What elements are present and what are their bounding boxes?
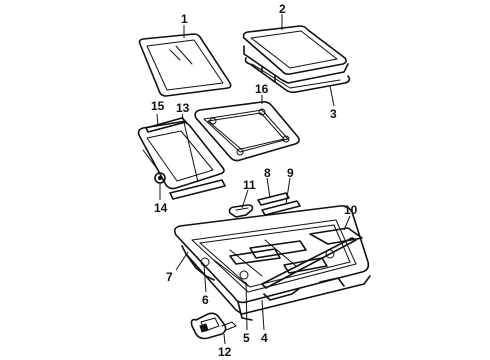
glass-panel [138,33,232,97]
callout-5: 5 [243,331,250,345]
glass-and-trim-assembly [137,117,226,200]
sunshade-panel [242,25,351,94]
callout-4: 4 [261,331,268,345]
callout-7: 7 [166,270,173,284]
callout-11: 11 [243,178,256,192]
side-rails [228,192,301,218]
callout-15: 15 [151,99,165,113]
callout-8: 8 [264,166,271,180]
callout-16: 16 [255,82,269,96]
callout-labels: 1 2 3 16 15 13 14 11 8 9 10 7 6 5 4 12 [151,2,358,359]
callout-10: 10 [344,203,358,217]
callout-14: 14 [154,201,168,215]
callout-3: 3 [330,107,337,121]
callout-12: 12 [218,345,232,359]
sunroof-frame [173,205,371,321]
callout-6: 6 [202,293,209,307]
drive-motor [190,312,237,340]
gasket-frame [194,101,300,162]
callout-9: 9 [287,166,294,180]
clip [154,172,166,184]
callout-13: 13 [176,101,190,115]
callout-1: 1 [181,12,188,26]
leader-lines [156,14,351,345]
callout-2: 2 [279,2,286,16]
